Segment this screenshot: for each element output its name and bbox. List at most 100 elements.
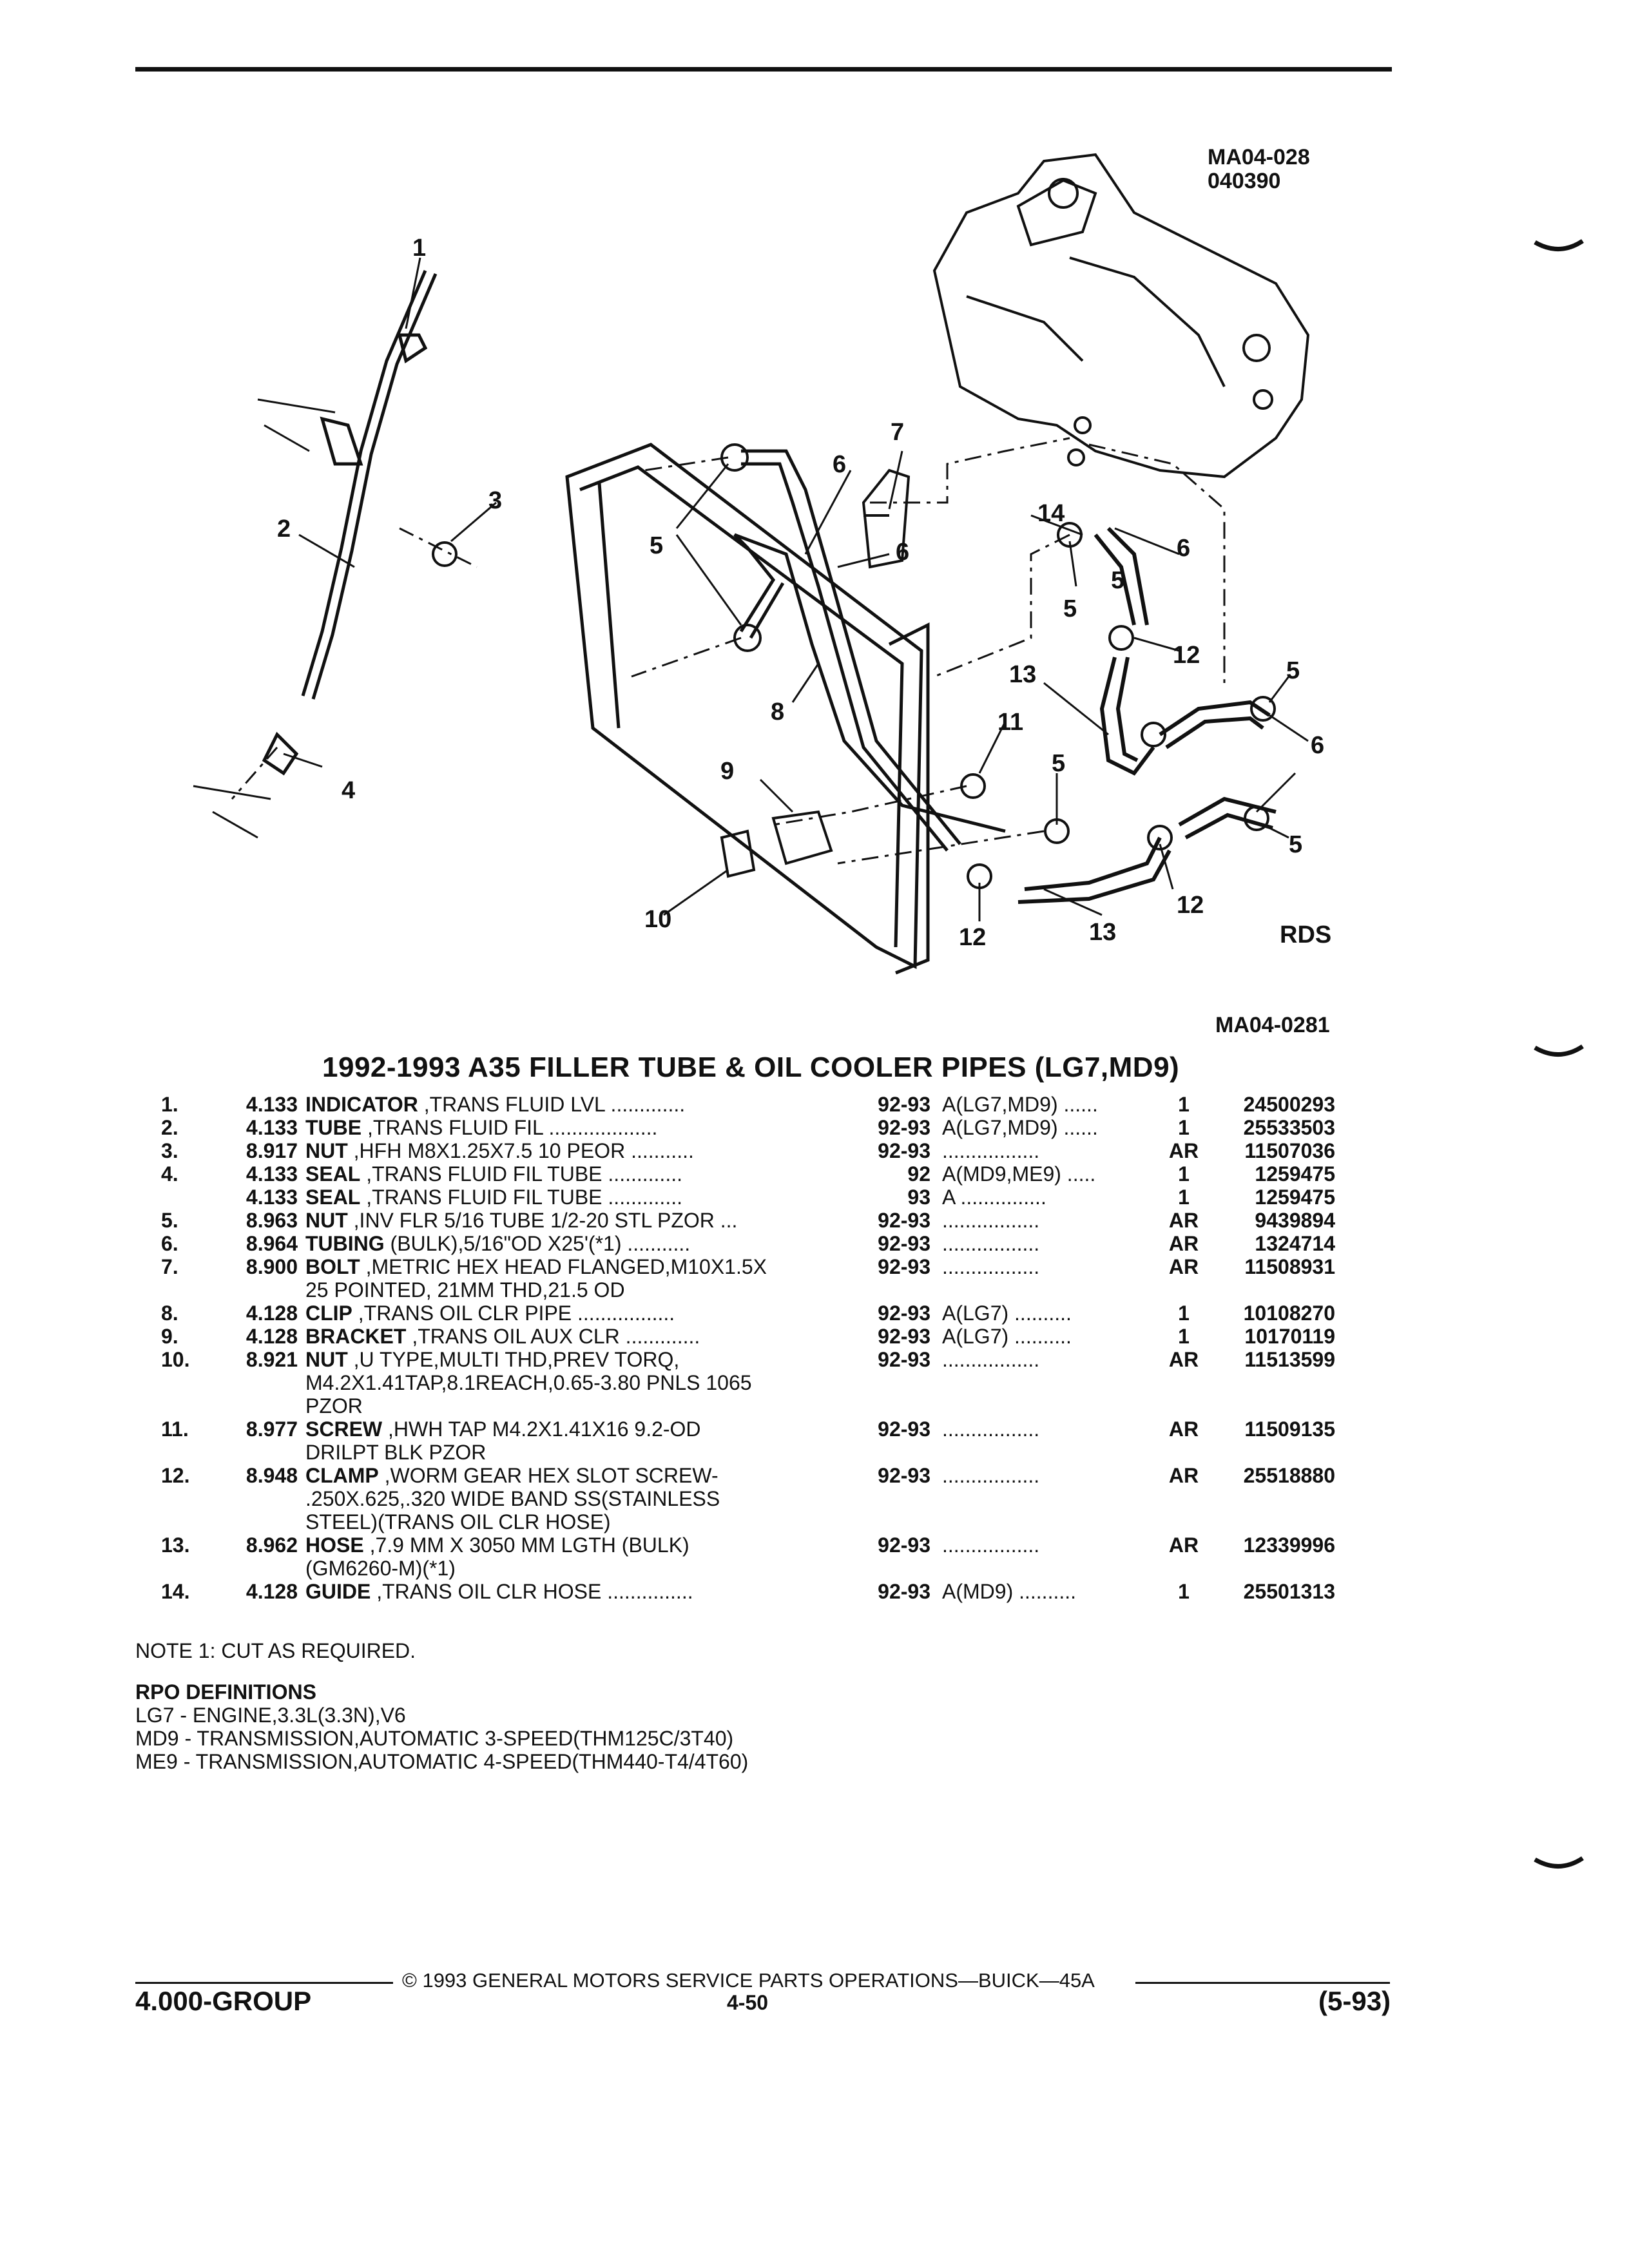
callout-9: 9 bbox=[720, 758, 735, 785]
description: CLIP ,TRANS OIL CLR PIPE ...............… bbox=[305, 1302, 853, 1325]
quantity: 1 bbox=[1178, 1093, 1190, 1116]
part-description: ,TRANS OIL CLR PIPE ................. bbox=[352, 1302, 675, 1325]
model-years: 92-93 bbox=[878, 1325, 930, 1348]
usage: A(LG7) .......... bbox=[942, 1325, 1072, 1348]
illustration-ref-code: MA04-0281 bbox=[1215, 1013, 1330, 1037]
model-years: 92-93 bbox=[878, 1255, 930, 1278]
part-row: 10. 8.921 NUT ,U TYPE,MULTI THD,PREV TORQ,… bbox=[161, 1348, 1398, 1371]
part-number: 11508931 bbox=[1244, 1255, 1335, 1278]
part-name: BRACKET bbox=[305, 1325, 407, 1348]
part-description: ,INV FLR 5/16 TUBE 1/2-20 STL PZOR ... bbox=[347, 1209, 738, 1232]
model-years: 92-93 bbox=[878, 1209, 930, 1232]
group-code: 4.133 bbox=[246, 1116, 298, 1139]
footer-rule bbox=[1135, 1982, 1390, 1984]
part-number: 25533503 bbox=[1243, 1116, 1335, 1139]
footer-rule bbox=[135, 1982, 393, 1984]
group-code: 8.900 bbox=[246, 1255, 298, 1278]
callout-6: 6 bbox=[1311, 732, 1325, 759]
usage: A(MD9) .......... bbox=[942, 1580, 1077, 1603]
callout-12: 12 bbox=[1173, 642, 1200, 669]
usage: ................. bbox=[942, 1464, 1040, 1487]
part-description: (BULK),5/16"OD X25'(*1) ........... bbox=[384, 1232, 691, 1255]
callout-12: 12 bbox=[1177, 892, 1204, 919]
binding-tick bbox=[1534, 1856, 1584, 1869]
usage: A(MD9,ME9) ..... bbox=[942, 1162, 1096, 1186]
callout-14: 14 bbox=[1037, 500, 1065, 527]
group-code: 4.133 bbox=[246, 1093, 298, 1116]
quantity: 1 bbox=[1178, 1302, 1190, 1325]
footer-copyright: © 1993 GENERAL MOTORS SERVICE PARTS OPER… bbox=[402, 1969, 1095, 1992]
part-description: ,TRANS FLUID FIL TUBE ............. bbox=[360, 1162, 682, 1186]
description: TUBING (BULK),5/16"OD X25'(*1) .........… bbox=[305, 1232, 853, 1255]
model-years: 92-93 bbox=[878, 1302, 930, 1325]
part-number: 1259475 bbox=[1255, 1162, 1335, 1186]
quantity: 1 bbox=[1178, 1116, 1190, 1139]
quantity: 1 bbox=[1178, 1325, 1190, 1348]
rpo-line: MD9 - TRANSMISSION,AUTOMATIC 3-SPEED(THM… bbox=[135, 1727, 734, 1750]
callout-6: 6 bbox=[1177, 535, 1191, 562]
usage: ................. bbox=[942, 1418, 1040, 1441]
description: BRACKET ,TRANS OIL AUX CLR ............. bbox=[305, 1325, 853, 1348]
rpo-title: RPO DEFINITIONS bbox=[135, 1680, 316, 1704]
part-description: ,HWH TAP M4.2X1.41X16 9.2-OD bbox=[382, 1418, 701, 1441]
description: SEAL ,TRANS FLUID FIL TUBE ............. bbox=[305, 1162, 853, 1186]
cooler-hoses bbox=[1017, 526, 1277, 904]
quantity: 1 bbox=[1178, 1186, 1190, 1209]
part-number: 25501313 bbox=[1243, 1580, 1335, 1603]
note: NOTE 1: CUT AS REQUIRED. bbox=[135, 1639, 416, 1662]
callout-7: 7 bbox=[891, 419, 905, 446]
model-years: 93 bbox=[907, 1186, 930, 1209]
callout-5: 5 bbox=[1286, 657, 1300, 684]
item-number: 13. bbox=[161, 1533, 190, 1557]
part-number: 12339996 bbox=[1243, 1533, 1335, 1557]
group-code: 8.948 bbox=[246, 1464, 298, 1487]
usage: ................. bbox=[942, 1348, 1040, 1371]
part-name: SEAL bbox=[305, 1162, 361, 1186]
transmission-housing bbox=[932, 153, 1310, 479]
part-number: 1324714 bbox=[1255, 1232, 1335, 1255]
quantity: AR bbox=[1168, 1232, 1199, 1255]
part-name: NUT bbox=[305, 1209, 348, 1232]
group-code: 8.977 bbox=[246, 1418, 298, 1441]
part-row: 13. 8.962 HOSE ,7.9 MM X 3050 MM LGTH (BUL… bbox=[161, 1533, 1398, 1557]
model-years: 92-93 bbox=[878, 1139, 930, 1162]
usage: A(LG7) .......... bbox=[942, 1302, 1072, 1325]
group-code: 8.962 bbox=[246, 1533, 298, 1557]
usage: ................. bbox=[942, 1139, 1040, 1162]
description: BOLT ,METRIC HEX HEAD FLANGED,M10X1.5X bbox=[305, 1255, 853, 1278]
page-number: 4-50 bbox=[727, 1991, 769, 2014]
part-name: NUT bbox=[305, 1348, 348, 1371]
callout-3: 3 bbox=[488, 487, 503, 514]
callout-5: 5 bbox=[650, 532, 664, 559]
part-number: 9439894 bbox=[1255, 1209, 1335, 1232]
revision-date: (5-93) bbox=[1318, 1986, 1391, 2016]
part-number: 1259475 bbox=[1255, 1186, 1335, 1209]
usage: A ............... bbox=[942, 1186, 1046, 1209]
leader-lines bbox=[283, 257, 1309, 921]
description: GUIDE ,TRANS OIL CLR HOSE ..............… bbox=[305, 1580, 853, 1603]
quantity: AR bbox=[1168, 1418, 1199, 1441]
item-number: 10. bbox=[161, 1348, 190, 1371]
description-continued: STEEL)(TRANS OIL CLR HOSE) bbox=[305, 1510, 611, 1533]
quantity: AR bbox=[1168, 1533, 1199, 1557]
model-years: 92-93 bbox=[878, 1093, 930, 1116]
part-description: ,U TYPE,MULTI THD,PREV TORQ, bbox=[347, 1348, 680, 1371]
part-number: 11509135 bbox=[1244, 1418, 1335, 1441]
model-years: 92-93 bbox=[878, 1464, 930, 1487]
part-name: HOSE bbox=[305, 1533, 364, 1557]
group-code: 8.963 bbox=[246, 1209, 298, 1232]
callout-13: 13 bbox=[1089, 919, 1117, 946]
part-description: ,TRANS OIL CLR HOSE ............... bbox=[371, 1580, 693, 1603]
item-number: 6. bbox=[161, 1232, 178, 1255]
item-number: 14. bbox=[161, 1580, 190, 1603]
quantity: AR bbox=[1168, 1255, 1199, 1278]
usage: ................. bbox=[942, 1232, 1040, 1255]
part-description: ,7.9 MM X 3050 MM LGTH (BULK) bbox=[363, 1533, 689, 1557]
group-code: 8.921 bbox=[246, 1348, 298, 1371]
